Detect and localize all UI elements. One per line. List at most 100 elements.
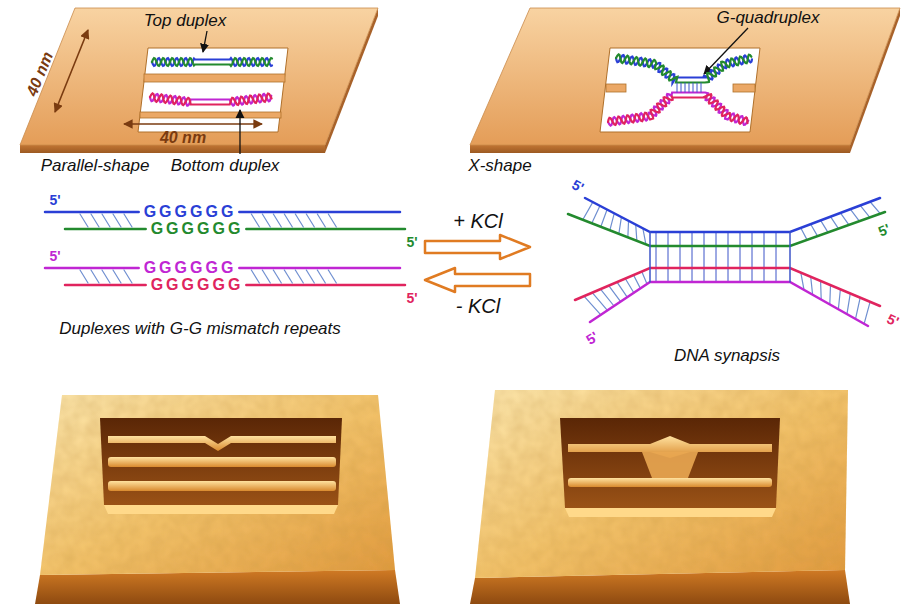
generated-strands	[45, 54, 885, 326]
base-pair-line	[124, 270, 132, 283]
base-pair-line	[601, 210, 607, 227]
base-pair-line	[295, 214, 303, 227]
dna-strand	[239, 267, 400, 270]
base-pair-line	[811, 277, 813, 295]
base-pair-line	[295, 270, 303, 283]
base-pair-line	[328, 214, 336, 227]
quartet-line	[764, 232, 765, 282]
base-pair-line	[80, 270, 88, 283]
dna-helix	[608, 94, 747, 125]
dna-strand	[568, 212, 885, 246]
quartet-line	[692, 232, 693, 282]
base-pair-line	[627, 221, 629, 238]
caption-label: DNA synapsis	[674, 347, 780, 364]
quartet-line	[668, 232, 669, 282]
quartet-line	[685, 83, 686, 92]
base-pair-line	[860, 205, 870, 217]
quartet-line	[681, 83, 682, 92]
base-pair-line	[829, 285, 831, 304]
base-pair-line	[113, 214, 121, 227]
dna-strand	[65, 284, 146, 287]
base-pair-line	[821, 220, 828, 232]
annotation-label: X-shape	[468, 157, 531, 174]
quartet-line	[680, 232, 681, 282]
base-pair-line	[91, 270, 99, 283]
strand-end-label: 5'	[49, 193, 60, 207]
dimension-arrow	[55, 30, 88, 112]
dna-helix	[150, 94, 271, 106]
base-pair-line	[273, 214, 281, 227]
quartet-line	[704, 232, 705, 282]
leader-line	[239, 110, 240, 154]
quartet-line	[752, 232, 753, 282]
dna-strand	[45, 267, 139, 270]
sequence-label: GGGGGG	[151, 221, 244, 237]
origami-tile	[20, 8, 378, 153]
sequence-label: GGGGGG	[144, 260, 237, 276]
base-pair-line	[284, 214, 292, 227]
dna-strand	[590, 282, 868, 326]
dna-strand	[45, 211, 139, 214]
strand-end-label: 5'	[876, 221, 892, 238]
base-pair-line	[583, 202, 593, 220]
base-pair-line	[642, 272, 647, 284]
strand-end-label: 5'	[584, 329, 601, 347]
base-pair-line	[306, 214, 314, 227]
base-pair-line	[262, 214, 270, 227]
strand-end-label: 5'	[406, 235, 417, 249]
base-pair-line	[850, 209, 859, 221]
dna-helix	[608, 93, 748, 126]
annotation-label: Parallel-shape	[41, 157, 150, 174]
strand-end-label: 5'	[885, 311, 901, 328]
base-pair-line	[811, 224, 818, 236]
quartet-line	[728, 232, 729, 282]
base-pair-line	[625, 279, 634, 293]
dimension-label: 40 nm	[24, 50, 56, 99]
strand-end-label: 5'	[406, 291, 417, 305]
base-pair-line	[840, 213, 849, 225]
quartet-line	[649, 232, 651, 282]
quartet-line	[701, 83, 702, 92]
afm-image	[35, 395, 400, 604]
dna-strand	[246, 284, 405, 287]
base-pair-line	[317, 214, 325, 227]
base-pair-line	[636, 225, 637, 241]
base-pair-line	[634, 275, 641, 288]
base-pair-line	[609, 286, 621, 302]
reverse-arrow	[425, 268, 530, 292]
dna-helix	[150, 93, 272, 105]
annotation-label: G-quadruplex	[716, 9, 819, 26]
base-pair-line	[124, 214, 132, 227]
base-pair-line	[801, 228, 807, 240]
base-pair-line	[820, 281, 822, 300]
base-pair-line	[306, 270, 314, 283]
dna-strand	[585, 198, 880, 232]
quartet-line	[789, 232, 791, 282]
annotation-label: Bottom duplex	[171, 157, 280, 174]
base-pair-line	[864, 302, 870, 324]
dna-strand	[239, 211, 400, 214]
quartet-line	[689, 83, 690, 92]
base-pair-line	[847, 293, 850, 314]
dna-helix	[152, 58, 272, 66]
base-pair-line	[251, 214, 259, 227]
quartet-line	[656, 232, 657, 282]
base-pair-line	[80, 214, 88, 227]
afm-image	[470, 390, 850, 604]
dna-helix	[616, 55, 752, 83]
base-pair-line	[91, 214, 99, 227]
quartet-line	[776, 232, 777, 282]
strand-end-label: 5'	[570, 177, 586, 195]
leader-line	[203, 31, 207, 52]
base-pair-line	[601, 289, 615, 306]
quartet-line	[740, 232, 741, 282]
dimension-label: 40 nm	[160, 130, 206, 146]
base-pair-line	[113, 270, 121, 283]
base-pair-line	[838, 289, 840, 309]
quartet-line	[697, 83, 698, 92]
base-pair-line	[273, 270, 281, 283]
base-pair-line	[617, 282, 627, 297]
base-pair-line	[831, 217, 839, 229]
base-pair-line	[619, 217, 622, 234]
